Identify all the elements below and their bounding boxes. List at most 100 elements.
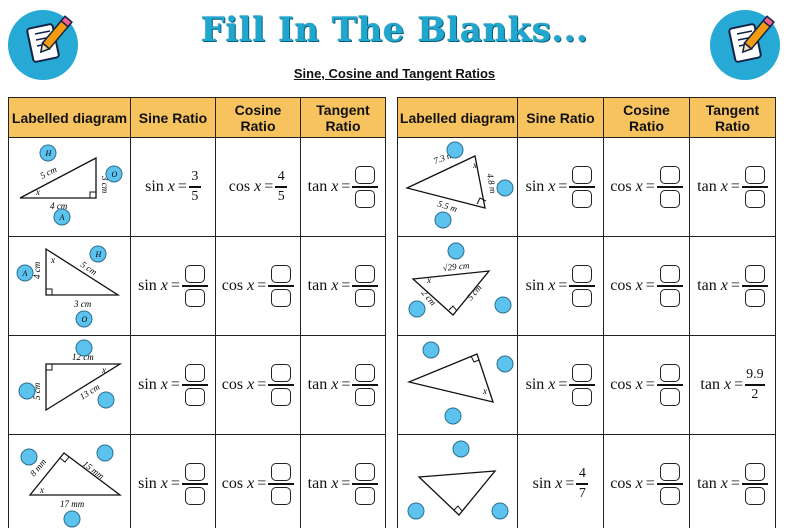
answer-box[interactable]: [572, 364, 593, 383]
answer-box[interactable]: [355, 166, 376, 185]
side-label: √29 cm: [442, 260, 470, 273]
answer-box[interactable]: [355, 463, 376, 482]
answer-box[interactable]: [184, 387, 205, 406]
cosine-ratio-cell: cos x=: [215, 236, 301, 336]
circle-label: O: [111, 170, 117, 179]
side-label: 12 cm: [72, 352, 94, 362]
numerator: 4: [277, 169, 285, 185]
cosine-ratio-cell: cos x=: [603, 434, 690, 528]
answer-circle[interactable]: [491, 502, 508, 520]
answer-circle[interactable]: [422, 341, 439, 359]
answer-box[interactable]: [659, 463, 680, 482]
answer-circle[interactable]: [96, 444, 113, 462]
angle-label: x: [472, 160, 477, 170]
answer-box[interactable]: [744, 463, 765, 482]
sine-ratio-cell: sin x=: [517, 335, 604, 435]
answer-circle[interactable]: [63, 510, 80, 528]
numerator: 4: [578, 466, 586, 482]
answer-box[interactable]: [184, 288, 205, 307]
page-subtitle: Sine, Cosine and Tangent Ratios: [293, 66, 496, 81]
cosine-ratio-cell: cos x=: [603, 236, 690, 336]
answer-box[interactable]: [271, 364, 292, 383]
answer-box[interactable]: [572, 387, 593, 406]
answer-box[interactable]: [744, 288, 765, 307]
triangle-diagram: 12 cm 5 cm 13 cm x: [8, 335, 131, 435]
answer-box[interactable]: [271, 265, 292, 284]
answer-circle[interactable]: [105, 165, 122, 183]
answer-box[interactable]: [744, 166, 765, 185]
answer-box[interactable]: [572, 166, 593, 185]
answer-circle[interactable]: [53, 208, 70, 226]
answer-box[interactable]: [744, 189, 765, 208]
answer-circle[interactable]: [39, 144, 56, 162]
answer-circle[interactable]: [18, 382, 35, 400]
answer-circle[interactable]: [20, 448, 37, 466]
worksheet-table-left: Labelled diagram Sine Ratio Cosine Ratio…: [8, 97, 386, 528]
side-label: 5 cm: [38, 164, 58, 181]
answer-circle[interactable]: [447, 242, 464, 260]
answer-box[interactable]: [659, 364, 680, 383]
answer-box[interactable]: [184, 463, 205, 482]
answer-circle[interactable]: [446, 141, 463, 159]
angle-label: x: [426, 275, 431, 285]
answer-box[interactable]: [355, 189, 376, 208]
triangle-diagram: [397, 434, 518, 528]
table-row: 5 cm 4 cm 3 cm x H A O sin x= cos x=: [8, 236, 386, 336]
answer-box[interactable]: [659, 189, 680, 208]
answer-box[interactable]: [659, 387, 680, 406]
answer-box[interactable]: [572, 265, 593, 284]
answer-box[interactable]: [659, 288, 680, 307]
answer-box[interactable]: [659, 265, 680, 284]
answer-circle[interactable]: [75, 310, 92, 328]
answer-circle[interactable]: [444, 407, 461, 425]
answer-box[interactable]: [355, 265, 376, 284]
tangent-ratio-cell: tan x=: [689, 434, 776, 528]
answer-box[interactable]: [271, 486, 292, 505]
answer-box[interactable]: [355, 364, 376, 383]
answer-circle[interactable]: [434, 211, 451, 229]
answer-box[interactable]: [355, 387, 376, 406]
answer-box[interactable]: [572, 189, 593, 208]
side-label: 4 cm: [50, 201, 68, 211]
answer-circle[interactable]: [452, 440, 469, 458]
answer-box[interactable]: [184, 486, 205, 505]
answer-circle[interactable]: [89, 245, 106, 263]
numerator: 3: [191, 169, 199, 185]
angle-label: x: [101, 365, 106, 375]
answer-circle[interactable]: [407, 502, 424, 520]
ratio-label: tan x: [307, 178, 339, 195]
triangle-diagram: 7.3 m 4.8 m 5.5 m x: [397, 137, 518, 237]
answer-circle[interactable]: [97, 391, 114, 409]
denominator: 5: [277, 188, 285, 204]
answer-box[interactable]: [184, 265, 205, 284]
answer-circle[interactable]: [496, 179, 513, 197]
angle-label: x: [39, 485, 44, 495]
answer-circle[interactable]: [408, 300, 425, 318]
side-label: 5 cm: [32, 382, 42, 400]
answer-box[interactable]: [744, 265, 765, 284]
answer-box[interactable]: [659, 486, 680, 505]
sine-ratio-cell: sin x=: [130, 434, 216, 528]
answer-circle[interactable]: [16, 264, 33, 282]
answer-box[interactable]: [271, 387, 292, 406]
answer-box[interactable]: [271, 463, 292, 482]
header-tangent-ratio: Tangent Ratio: [300, 97, 386, 138]
answer-box[interactable]: [271, 288, 292, 307]
answer-box[interactable]: [572, 288, 593, 307]
answer-box[interactable]: [744, 486, 765, 505]
ratio-label: cos x: [228, 178, 262, 195]
answer-circle[interactable]: [494, 296, 511, 314]
side-label: 3 cm: [73, 299, 92, 309]
angle-label: x: [482, 386, 487, 396]
answer-box[interactable]: [184, 364, 205, 383]
circle-label: O: [81, 315, 87, 324]
answer-box[interactable]: [659, 166, 680, 185]
circle-label: A: [21, 269, 27, 278]
answer-box[interactable]: [355, 288, 376, 307]
header-labelled-diagram: Labelled diagram: [397, 97, 518, 138]
answer-circle[interactable]: [75, 339, 92, 357]
answer-circle[interactable]: [496, 355, 513, 373]
answer-box[interactable]: [355, 486, 376, 505]
